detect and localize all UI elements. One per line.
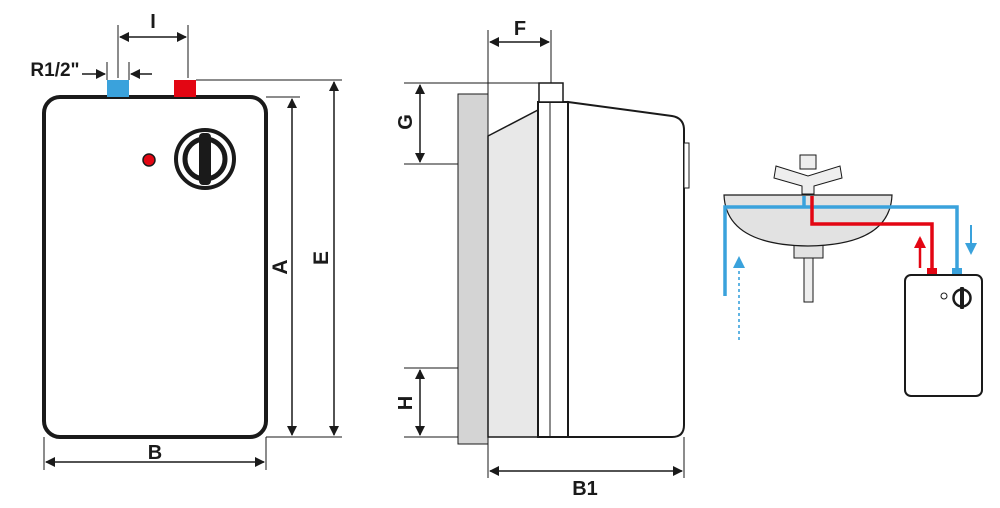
- mini-hot-connector: [927, 268, 937, 275]
- side-body: [567, 100, 685, 438]
- dim-label-i: I: [150, 11, 156, 33]
- dim-label-b1: B1: [572, 478, 598, 500]
- dim-label-g: G: [395, 114, 417, 130]
- hot-water-pipe: [810, 196, 934, 270]
- thermostat-knob-icon: [174, 128, 236, 190]
- dim-label-a: A: [269, 259, 292, 274]
- mini-knob-icon: [952, 287, 972, 309]
- dim-label-h: H: [395, 396, 417, 410]
- dim-label-b: B: [148, 442, 162, 464]
- side-connector: [538, 82, 564, 103]
- mini-cold-connector: [952, 268, 962, 275]
- cold-water-connector: [107, 80, 129, 97]
- hot-water-connector: [174, 80, 196, 97]
- indicator-light: [142, 153, 156, 167]
- body-flange: [537, 101, 569, 438]
- front-view: I R1/2" A E B: [30, 11, 342, 470]
- side-view: F G H B1: [395, 18, 690, 500]
- dim-label-e: E: [310, 251, 333, 265]
- installation-schematic: [723, 154, 983, 397]
- cold-water-pipe: [723, 205, 959, 296]
- dim-label-f: F: [514, 18, 526, 40]
- rear-shell: [487, 108, 539, 438]
- faucet-icon: [773, 154, 843, 195]
- wall-mounting-plate: [457, 93, 489, 445]
- dim-label-pipe-thread: R1/2": [30, 60, 79, 81]
- sink-basin: [723, 194, 893, 247]
- side-knob: [683, 142, 690, 189]
- mini-indicator-light: [940, 292, 948, 300]
